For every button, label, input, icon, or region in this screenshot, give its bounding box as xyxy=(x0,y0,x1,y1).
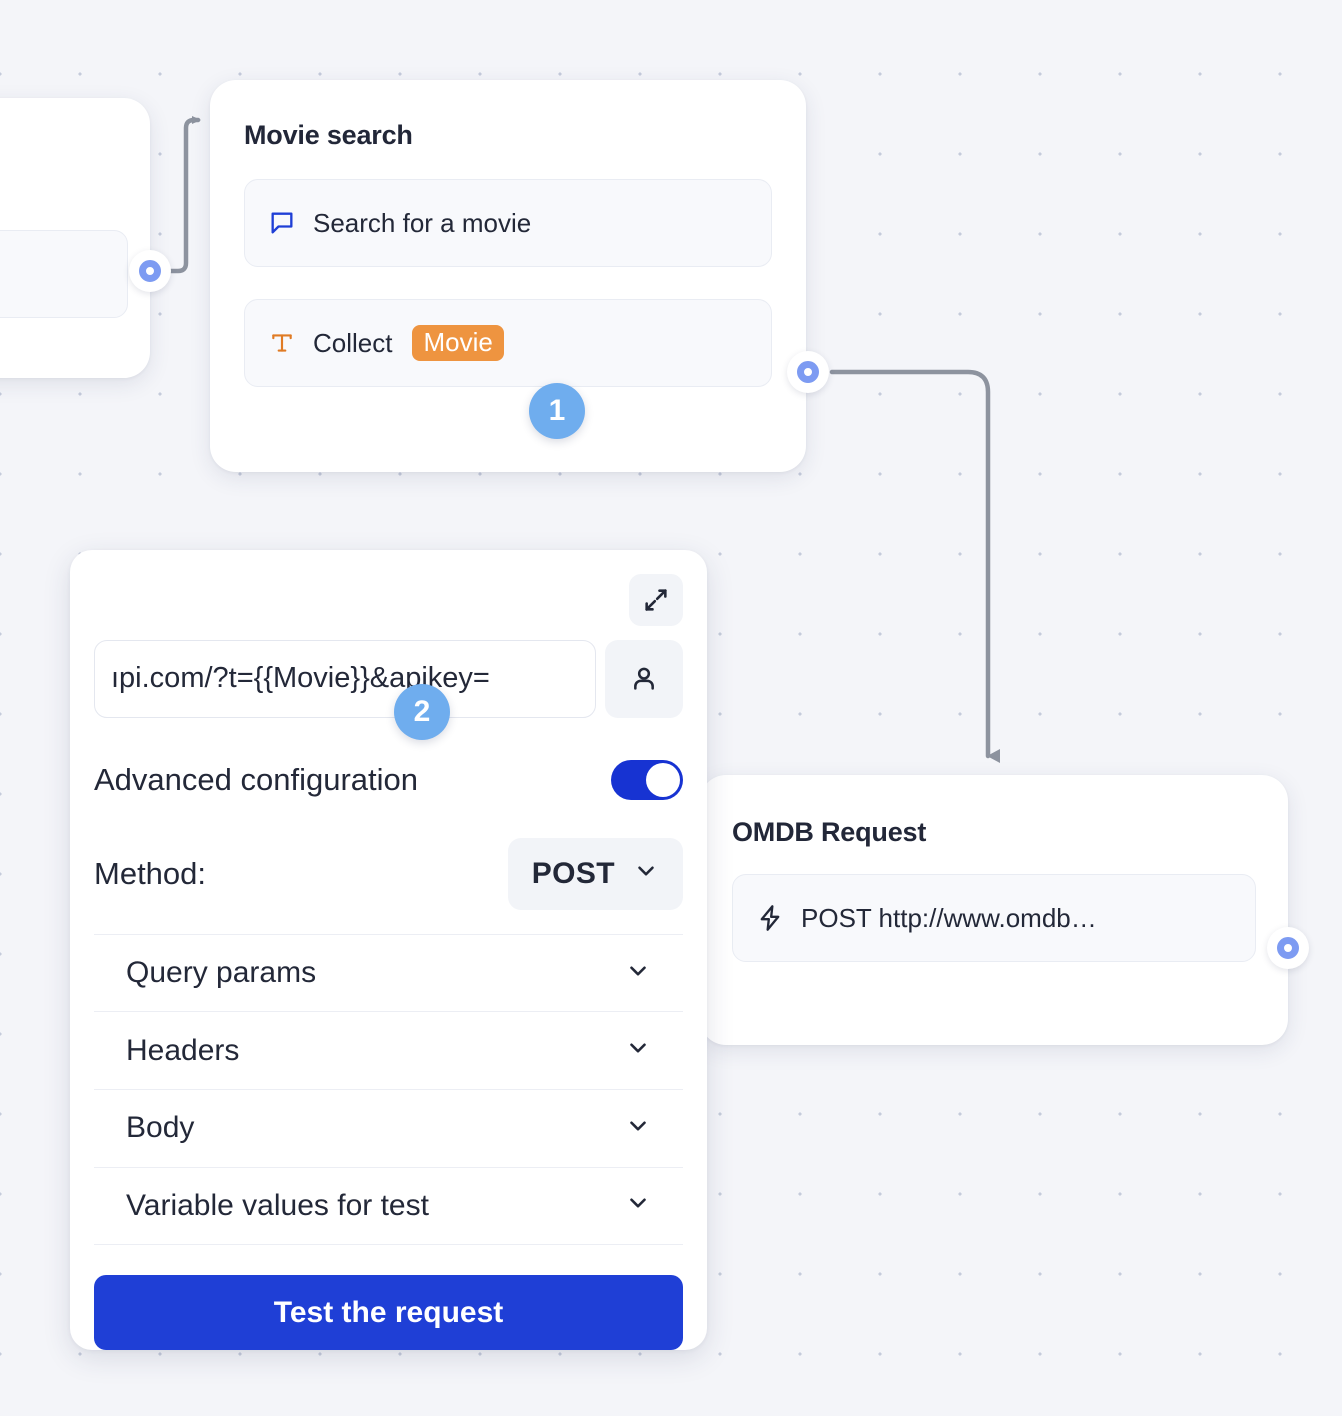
variable-chip-movie[interactable]: Movie xyxy=(412,325,504,361)
advanced-configuration-row[interactable]: Advanced configuration xyxy=(94,759,683,800)
advanced-configuration-toggle[interactable] xyxy=(611,759,683,800)
connector-handle-omdb-output[interactable] xyxy=(1267,927,1309,969)
node-row-collect-movie[interactable]: Collect Movie xyxy=(244,299,772,387)
connector-handle-left-node[interactable] xyxy=(129,250,171,292)
node-title-movie-search: Movie search xyxy=(244,120,413,150)
node-row-search-for-a-movie[interactable]: Search for a movie xyxy=(244,179,772,267)
accordion-query-params[interactable]: Query params xyxy=(94,935,683,1013)
chevron-down-icon xyxy=(633,858,659,889)
node-title-omdb-request: OMDB Request xyxy=(732,817,927,847)
method-selected-value: POST xyxy=(531,856,615,890)
person-icon[interactable] xyxy=(605,639,683,718)
accordion-label: Variable values for test xyxy=(126,1188,429,1222)
node-row-post-request[interactable]: POST http://www.omdb… xyxy=(732,874,1256,962)
expand-diagonal-icon[interactable] xyxy=(629,574,683,626)
step-badge-1: 1 xyxy=(529,383,585,439)
method-label: Method: xyxy=(94,855,207,891)
advanced-configuration-label: Advanced configuration xyxy=(94,761,419,797)
accordion-body[interactable]: Body xyxy=(94,1090,683,1168)
node-card-movie-search[interactable]: Movie search Search for a movie Collect … xyxy=(210,80,806,472)
chevron-down-icon xyxy=(625,1113,651,1144)
chevron-down-icon xyxy=(625,1035,651,1066)
node-row-label: Search for a movie xyxy=(313,207,532,238)
method-select[interactable]: POST xyxy=(507,837,683,910)
node-row-label: POST http://www.omdb… xyxy=(801,902,1097,933)
accordion-label: Body xyxy=(126,1111,195,1145)
node-row-placeholder xyxy=(0,230,128,318)
chevron-down-icon xyxy=(625,958,651,989)
step-badge-2: 2 xyxy=(394,684,450,740)
speech-bubble-icon xyxy=(267,208,297,238)
text-t-icon xyxy=(267,328,297,358)
chevron-down-icon xyxy=(625,1190,651,1221)
request-config-panel[interactable]: Advanced configuration Method: POST Quer… xyxy=(70,550,707,1350)
connector-handle-movie-search-output[interactable] xyxy=(787,351,829,393)
accordion-label: Headers xyxy=(126,1033,240,1067)
method-row: Method: POST xyxy=(94,837,683,935)
accordion-variable-values-for-test[interactable]: Variable values for test xyxy=(94,1168,683,1246)
test-the-request-button[interactable]: Test the request xyxy=(94,1275,683,1350)
accordion-label: Query params xyxy=(126,956,317,990)
accordion-headers[interactable]: Headers xyxy=(94,1012,683,1091)
lightning-bolt-icon xyxy=(755,903,785,933)
node-card-omdb-request[interactable]: OMDB Request POST http://www.omdb… xyxy=(683,775,1288,1045)
request-url-input[interactable] xyxy=(94,639,596,718)
url-row[interactable] xyxy=(94,639,683,718)
node-row-label: Collect xyxy=(313,327,393,358)
node-card-partial[interactable] xyxy=(0,98,150,378)
